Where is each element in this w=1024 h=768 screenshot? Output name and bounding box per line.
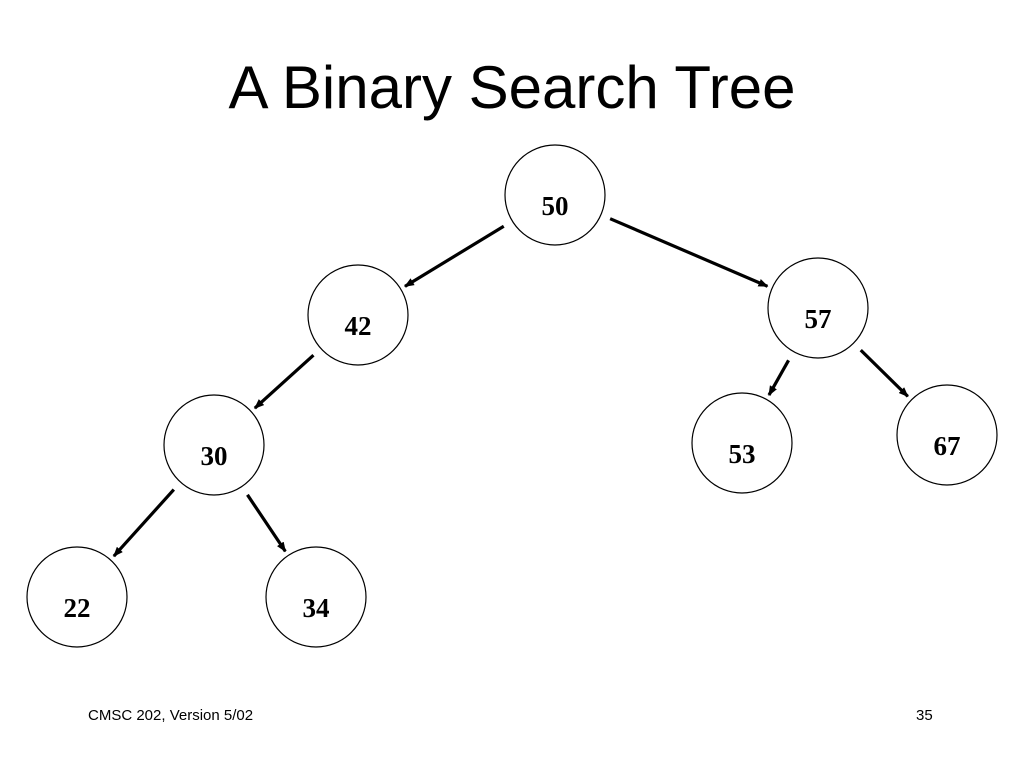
edge-30-to-22 [112,488,176,558]
node-circle [265,546,367,648]
node-circle [163,394,265,496]
edge-30-to-34 [246,493,287,553]
tree-node-30: 30 [163,394,265,496]
tree-node-57: 57 [767,257,869,359]
edge-50-to-57 [609,217,769,288]
node-circle [26,546,128,648]
node-circle [307,264,409,366]
node-label: 50 [542,191,569,221]
tree-node-67: 67 [896,384,998,486]
tree-edges [112,217,909,558]
node-label: 67 [934,431,961,461]
node-circle [691,392,793,494]
tree-node-34: 34 [265,546,367,648]
slide-title: A Binary Search Tree [228,54,796,121]
node-circle [896,384,998,486]
node-label: 34 [303,593,330,623]
node-label: 42 [345,311,372,341]
footer-course-version: CMSC 202, Version 5/02 [88,707,254,724]
tree-node-50: 50 [504,144,606,246]
node-label: 30 [201,441,228,471]
tree-nodes: 50 42 57 30 53 67 22 34 [26,144,998,648]
tree-node-22: 22 [26,546,128,648]
tree-node-42: 42 [307,264,409,366]
edge-57-to-67 [859,348,909,398]
tree-node-53: 53 [691,392,793,494]
edge-42-to-30 [253,354,315,410]
footer-page-number: 35 [916,707,933,724]
node-circle [767,257,869,359]
edge-57-to-53 [767,359,790,396]
node-circle [504,144,606,246]
edge-50-to-42 [404,224,505,288]
node-label: 53 [729,439,756,469]
node-label: 22 [64,593,91,623]
node-label: 57 [805,304,832,334]
